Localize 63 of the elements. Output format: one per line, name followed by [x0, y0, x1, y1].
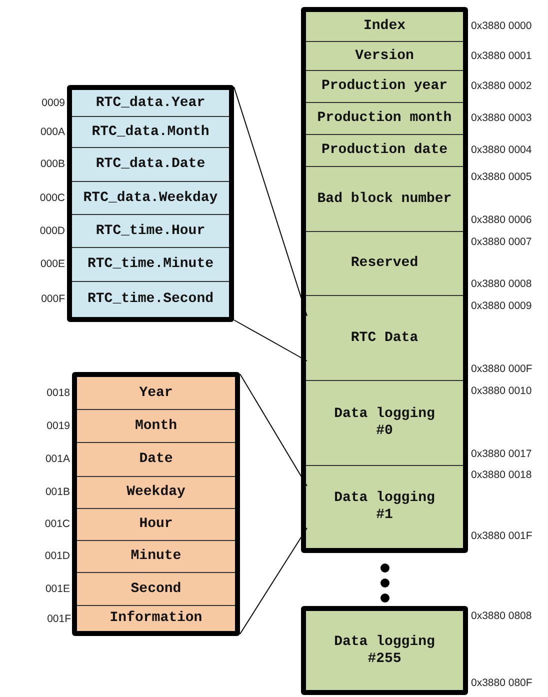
address-label: 000C [40, 192, 65, 204]
memory-block [72, 372, 240, 636]
address-label: 000B [40, 158, 65, 170]
address-label: 0x3880 0001 [471, 50, 532, 62]
cell-label: Reserved [350, 255, 418, 272]
address-label: 0x3880 080F [471, 677, 532, 689]
cell-label: Minute [130, 548, 182, 565]
address-label: 0x3880 0017 [471, 448, 532, 460]
connector-line [234, 320, 308, 362]
cell-label: RTC_time.Second [87, 291, 214, 308]
cell-label: Production date [321, 142, 448, 159]
address-label: 0x3880 0018 [471, 469, 532, 481]
cell-label: Version [355, 48, 414, 64]
address-label: 0x3880 0004 [471, 144, 532, 156]
address-label: 000E [40, 258, 65, 270]
address-label: 000A [40, 126, 65, 138]
address-label: 0x3880 000F [471, 363, 532, 375]
cell-label: RTC_data.Month [92, 124, 210, 140]
cell-label: Data logging #0 [333, 406, 436, 440]
cell-label: Production month [317, 110, 452, 127]
cell-label: RTC_data.Weekday [83, 190, 218, 206]
address-label: 0x3880 0007 [471, 236, 532, 248]
cell-label: Data logging #1 [333, 490, 436, 524]
cell-label: Month [134, 418, 177, 434]
address-label: 0x3880 0006 [471, 214, 532, 226]
memory-block [301, 606, 468, 695]
address-label: 001A [45, 453, 70, 465]
address-label: 0019 [46, 420, 70, 432]
address-label: 001E [45, 582, 70, 594]
cell-label: RTC Data [350, 330, 418, 346]
memory-block [301, 7, 468, 553]
address-label: 0x3880 0009 [471, 300, 532, 312]
address-label: 0x3880 0000 [471, 20, 532, 32]
address-label: 001C [44, 518, 70, 530]
cell-label: RTC_time.Minute [87, 256, 214, 273]
cell-label: Weekday [126, 484, 186, 501]
address-label: 0x3880 0010 [471, 385, 532, 397]
address-label: 0018 [46, 386, 70, 398]
cell-label: Information [110, 610, 202, 627]
address-label: 001B [45, 486, 70, 498]
address-label: 0x3880 0003 [471, 112, 532, 124]
cell-label: Year [139, 384, 173, 402]
address-label: 0x3880 0008 [471, 278, 532, 290]
memory-block [67, 85, 234, 322]
address-label: 0009 [42, 96, 65, 108]
cell-label: Production year [321, 78, 448, 95]
cell-label: RTC_time.Hour [96, 222, 206, 240]
cell-label: RTC_data.Year [96, 94, 206, 112]
address-label: 001D [44, 550, 70, 562]
cell-label: RTC_data.Date [96, 156, 206, 173]
block-label: Data logging #255 [333, 634, 436, 668]
address-label: 0x3880 0005 [471, 171, 532, 183]
cell-label: Date [139, 451, 173, 468]
address-label: 001F [47, 613, 71, 625]
cell-label: Second [130, 580, 182, 598]
address-label: 000F [41, 292, 65, 304]
address-label: 000D [40, 224, 65, 236]
address-label: 0x3880 0002 [471, 80, 532, 92]
cell-label: Bad block number [317, 190, 452, 208]
cell-label: Index [363, 18, 406, 35]
address-label: 0x3880 001F [471, 530, 532, 542]
address-label: 0x3880 0808 [471, 610, 532, 622]
cell-label: Hour [139, 516, 173, 533]
